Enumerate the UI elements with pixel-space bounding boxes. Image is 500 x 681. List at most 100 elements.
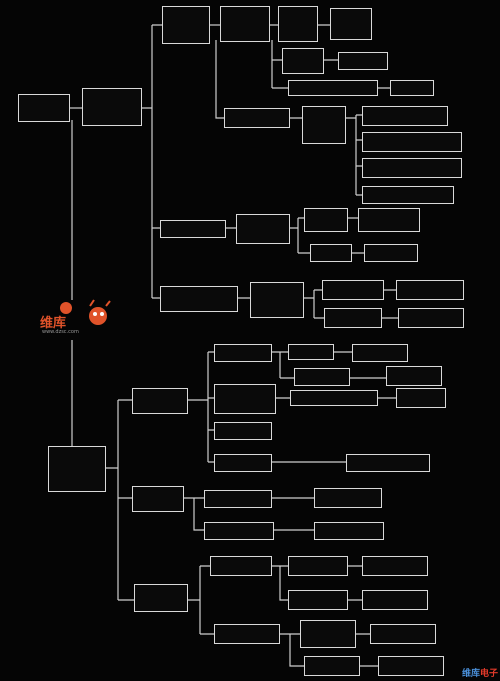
- node-label: [316, 599, 320, 601]
- logo-text: 维库: [40, 316, 67, 331]
- node-u-b: [224, 108, 290, 128]
- node-u-a1-z: [288, 80, 378, 96]
- connector: [106, 399, 134, 601]
- node-l-b: [132, 486, 184, 512]
- node-label: [296, 23, 300, 25]
- connector: [226, 217, 364, 254]
- node-label: [351, 317, 355, 319]
- node-l-c2: [214, 624, 280, 644]
- connector: [271, 40, 390, 89]
- node-label: [347, 530, 351, 532]
- node-label: [419, 397, 423, 399]
- node-label: [255, 117, 259, 119]
- node-u-d-x1-leaf: [396, 280, 464, 300]
- connector: [188, 351, 214, 463]
- node-l-a2-leaf: [290, 390, 378, 406]
- node-label: [110, 106, 114, 108]
- node-label: [410, 87, 414, 89]
- node-label: [197, 298, 201, 300]
- node-label: [410, 167, 414, 169]
- watermark-part-a: 维库: [461, 669, 480, 679]
- node-label: [351, 289, 355, 291]
- node-label: [236, 498, 240, 500]
- root-node-upper: [18, 94, 70, 122]
- node-label: [387, 219, 391, 221]
- node-l-c: [134, 584, 188, 612]
- node-u-d-x2: [324, 308, 382, 328]
- node-u-a1-x-leaf: [330, 8, 372, 40]
- node-label: [403, 115, 407, 117]
- node-label: [428, 289, 432, 291]
- node-l-c2-x-leaf: [370, 624, 436, 644]
- node-u-c-x1-leaf: [358, 208, 420, 232]
- node-label: [316, 565, 320, 567]
- node-label: [389, 252, 393, 254]
- node-l-b2: [204, 522, 274, 540]
- node-l-a2: [214, 384, 276, 414]
- node-label: [346, 497, 350, 499]
- node-label: [275, 299, 279, 301]
- connector: [280, 633, 378, 667]
- node-u-d-x1: [322, 280, 384, 300]
- node-label: [393, 599, 397, 601]
- node-u-a1: [220, 6, 270, 42]
- site-logo: 维库 www.dzsc.com: [36, 298, 116, 338]
- node-u-d-x2-leaf: [398, 308, 464, 328]
- node-u-b-leaf-1: [362, 106, 448, 126]
- node-u-c-x: [236, 214, 290, 244]
- mascot-icon: [60, 299, 111, 325]
- node-l-c2-x: [300, 620, 356, 648]
- node-l-c2-y-leaf: [378, 656, 444, 676]
- node-l-a: [132, 388, 188, 414]
- node-u-a1-x: [278, 6, 318, 42]
- node-u-a: [162, 6, 210, 44]
- node-label: [191, 228, 195, 230]
- node-l-a4-leaf: [346, 454, 430, 472]
- node-label: [332, 397, 336, 399]
- node-l-c2-y: [304, 656, 360, 676]
- node-label: [156, 498, 160, 500]
- node-label: [309, 351, 313, 353]
- node-label: [324, 219, 328, 221]
- node-label: [412, 375, 416, 377]
- node-label: [239, 565, 243, 567]
- node-label: [159, 597, 163, 599]
- connector: [272, 565, 362, 601]
- node-label: [410, 141, 414, 143]
- node-l-a2-leaf-2: [396, 388, 446, 408]
- node-label: [349, 23, 353, 25]
- node-label: [243, 23, 247, 25]
- node-u-c-x1: [304, 208, 348, 232]
- node-l-c1: [210, 556, 272, 576]
- node-l-c1-x-leaf: [362, 556, 428, 576]
- node-l-b2-leaf: [314, 522, 384, 540]
- node-l-a1-x: [288, 344, 334, 360]
- node-label: [429, 317, 433, 319]
- node-label: [401, 633, 405, 635]
- connector: [188, 565, 214, 635]
- node-label: [330, 665, 334, 667]
- node-label: [361, 60, 365, 62]
- node-u-mid: [82, 88, 142, 126]
- node-u-b-leaf-3: [362, 158, 462, 178]
- node-u-a1-z-leaf: [390, 80, 434, 96]
- node-label: [320, 376, 324, 378]
- node-label: [331, 87, 335, 89]
- node-l-a4: [214, 454, 272, 472]
- node-label: [245, 633, 249, 635]
- node-label: [241, 462, 245, 464]
- node-u-b-leaf-4: [362, 186, 454, 204]
- node-l-a1: [214, 344, 272, 362]
- node-l-c1-x: [288, 556, 348, 576]
- node-u-a1-y: [282, 48, 324, 74]
- logo-subtext: www.dzsc.com: [42, 329, 79, 335]
- node-label: [237, 530, 241, 532]
- connector: [215, 40, 362, 196]
- node-u-b-leaf-2: [362, 132, 462, 152]
- node-u-c-x2: [310, 244, 352, 262]
- node-l-a1-y-leaf: [386, 366, 442, 386]
- node-label: [409, 665, 413, 667]
- node-label: [326, 633, 330, 635]
